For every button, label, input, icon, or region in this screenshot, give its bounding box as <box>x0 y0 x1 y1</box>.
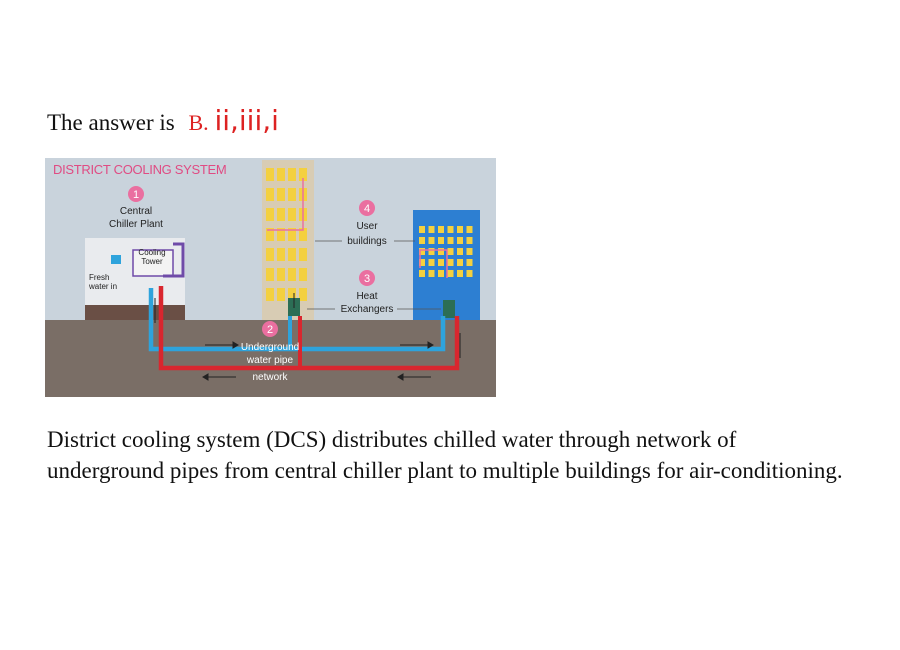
label-chiller-plant: Chiller Plant <box>109 219 163 230</box>
window <box>428 248 435 255</box>
window <box>457 259 463 266</box>
label-water-pipe: water pipe <box>246 355 294 366</box>
window <box>277 288 285 301</box>
window <box>438 270 444 277</box>
window <box>457 248 463 255</box>
window <box>438 248 444 255</box>
window <box>419 248 425 255</box>
label-buildings: buildings <box>347 236 386 247</box>
heat-exchanger-blue <box>443 300 455 318</box>
window <box>266 248 274 261</box>
label-tower: Tower <box>141 257 163 266</box>
window <box>288 188 296 201</box>
window <box>447 248 454 255</box>
window <box>457 270 463 277</box>
supply-pipe <box>148 288 446 352</box>
answer-options: ii,iii,i <box>214 104 279 137</box>
window <box>466 237 473 244</box>
answer-prefix: The answer is <box>47 110 175 135</box>
step-badge-1 <box>128 186 144 202</box>
return-pipe <box>158 286 460 371</box>
window <box>447 226 454 233</box>
answer-line: The answer is B. ii,iii,i <box>47 104 279 137</box>
window <box>447 259 454 266</box>
flow-arrows <box>154 293 461 381</box>
step-number-2: 2 <box>267 324 273 336</box>
window <box>419 270 425 277</box>
window <box>466 226 473 233</box>
chiller-plant-building <box>85 238 185 320</box>
window <box>277 168 285 181</box>
label-user: User <box>356 221 378 232</box>
window <box>266 188 274 201</box>
window <box>466 248 473 255</box>
window <box>428 270 435 277</box>
window <box>277 248 285 261</box>
internal-loop-blue <box>419 249 448 278</box>
window <box>438 237 444 244</box>
window <box>428 259 435 266</box>
window <box>288 228 296 241</box>
label-heat: Heat <box>356 291 377 302</box>
answer-choice: B. <box>188 110 209 135</box>
step-number-1: 1 <box>133 189 139 201</box>
window <box>438 259 444 266</box>
step-badge-3 <box>359 270 375 286</box>
label-fresh: Fresh <box>89 273 109 282</box>
window <box>299 288 307 301</box>
window <box>277 228 285 241</box>
window <box>447 237 454 244</box>
window <box>277 188 285 201</box>
window <box>428 226 435 233</box>
window <box>299 268 307 281</box>
window <box>457 226 463 233</box>
window <box>288 248 296 261</box>
label-exchangers: Exchangers <box>341 304 394 315</box>
step-number-4: 4 <box>364 203 370 215</box>
window <box>288 168 296 181</box>
window <box>457 237 463 244</box>
window <box>447 270 454 277</box>
window <box>266 268 274 281</box>
window <box>277 208 285 221</box>
window <box>466 259 473 266</box>
description-text: District cooling system (DCS) distribute… <box>47 427 843 483</box>
window <box>299 248 307 261</box>
label-water-in: water in <box>88 282 117 291</box>
label-cooling: Cooling <box>138 248 165 257</box>
label-network: network <box>252 372 288 383</box>
window <box>288 208 296 221</box>
window <box>288 288 296 301</box>
window <box>266 208 274 221</box>
window <box>466 270 473 277</box>
window <box>299 168 307 181</box>
window <box>277 268 285 281</box>
diagram-title: DISTRICT COOLING SYSTEM <box>53 162 226 177</box>
internal-loop-beige <box>267 178 304 231</box>
step-badge-4 <box>359 200 375 216</box>
label-underground: Underground <box>241 342 299 353</box>
blue-windows <box>419 226 473 277</box>
window <box>419 259 425 266</box>
window <box>266 228 274 241</box>
step-badges: 1 2 3 4 <box>128 186 375 337</box>
step-number-3: 3 <box>364 273 370 285</box>
window <box>438 226 444 233</box>
window <box>428 237 435 244</box>
window <box>266 168 274 181</box>
step-badge-2 <box>262 321 278 337</box>
window <box>299 228 307 241</box>
leader-lines <box>307 240 441 310</box>
window <box>419 226 425 233</box>
window <box>419 237 425 244</box>
label-central: Central <box>120 206 152 217</box>
window <box>266 288 274 301</box>
window <box>288 268 296 281</box>
